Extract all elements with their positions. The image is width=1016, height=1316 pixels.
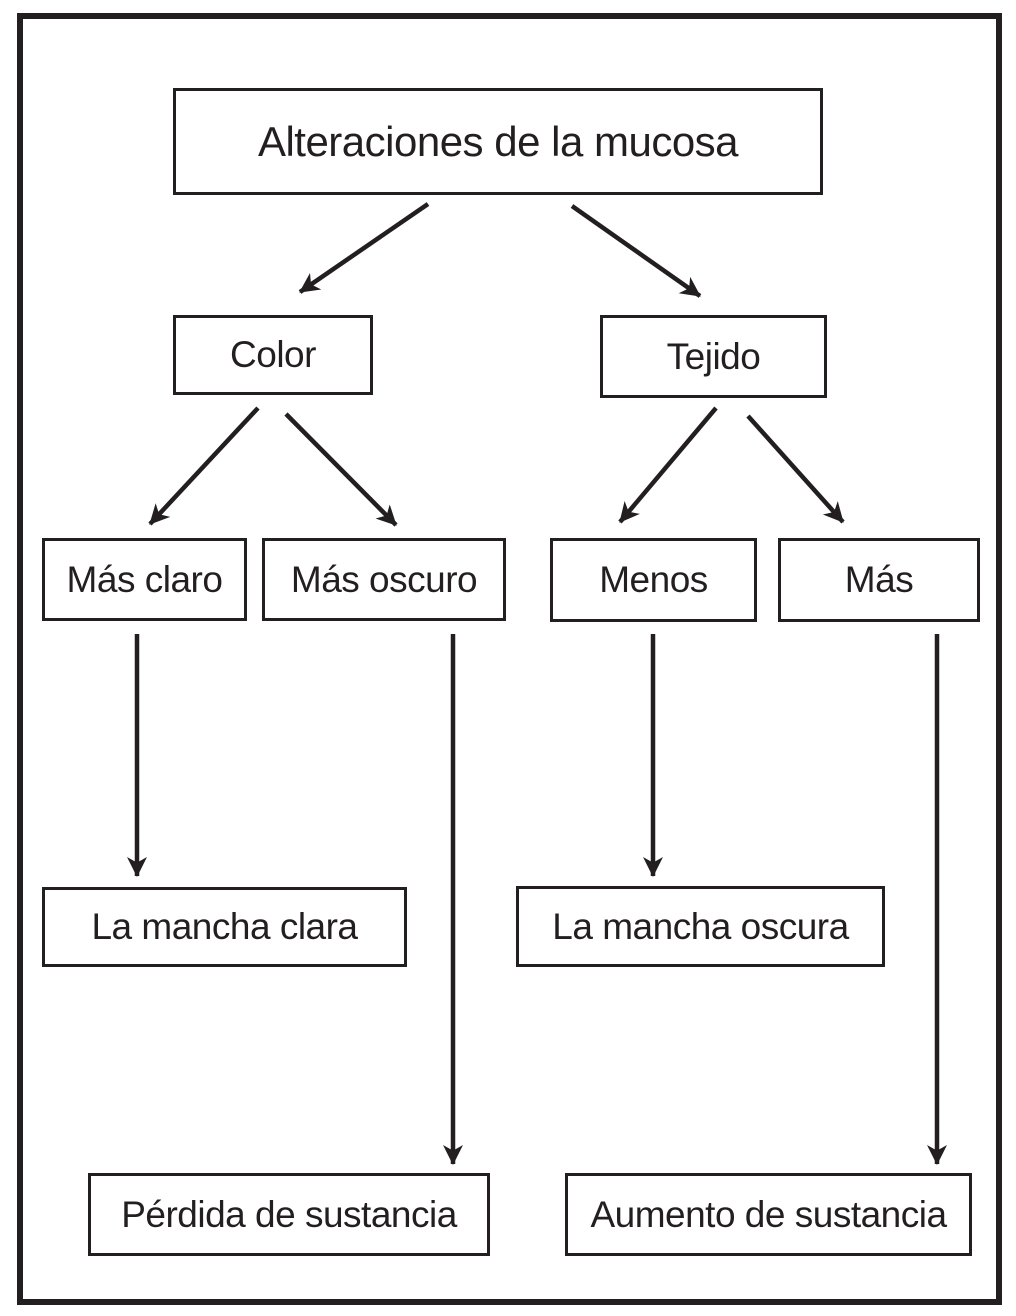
node-la-mancha-oscura: La mancha oscura [516, 886, 885, 967]
node-color: Color [173, 315, 373, 395]
node-perdida-de-sustancia: Pérdida de sustancia [88, 1173, 490, 1256]
node-label: Más oscuro [290, 558, 478, 600]
node-label: La mancha oscura [552, 905, 849, 947]
node-la-mancha-clara: La mancha clara [42, 887, 407, 967]
node-label: Alteraciones de la mucosa [257, 117, 739, 165]
node-label: Tejido [666, 335, 761, 377]
node-label: Más claro [66, 558, 223, 600]
node-label: Aumento de sustancia [590, 1193, 947, 1235]
node-mas-oscuro: Más oscuro [262, 538, 506, 621]
node-alteraciones-de-la-mucosa: Alteraciones de la mucosa [173, 88, 823, 195]
outer-frame [17, 13, 1002, 1305]
node-mas: Más [778, 538, 980, 622]
node-menos: Menos [550, 538, 757, 622]
node-label: Color [230, 334, 316, 375]
node-label: Más [844, 559, 914, 600]
node-label: Menos [599, 559, 708, 600]
node-mas-claro: Más claro [42, 538, 247, 621]
node-label: Pérdida de sustancia [121, 1193, 457, 1235]
node-tejido: Tejido [600, 315, 827, 398]
node-aumento-de-sustancia: Aumento de sustancia [565, 1173, 972, 1256]
node-label: La mancha clara [91, 906, 358, 947]
